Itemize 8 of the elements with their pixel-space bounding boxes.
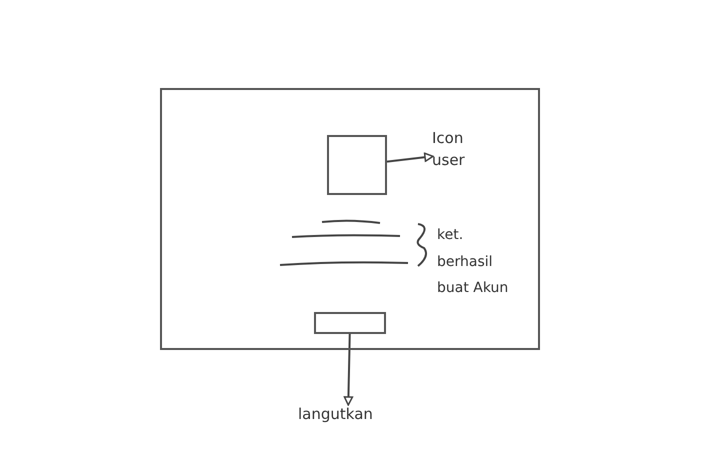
annotation-text: Icon user <box>432 128 492 178</box>
arrow <box>386 152 434 163</box>
screen-frame <box>160 88 540 350</box>
annotation-text: langutkan <box>298 404 398 430</box>
annotation-text: ket. berhasil buat Akun <box>437 226 510 298</box>
arrow <box>344 334 354 406</box>
icon-placeholder <box>327 135 387 195</box>
button-placeholder <box>314 312 386 334</box>
